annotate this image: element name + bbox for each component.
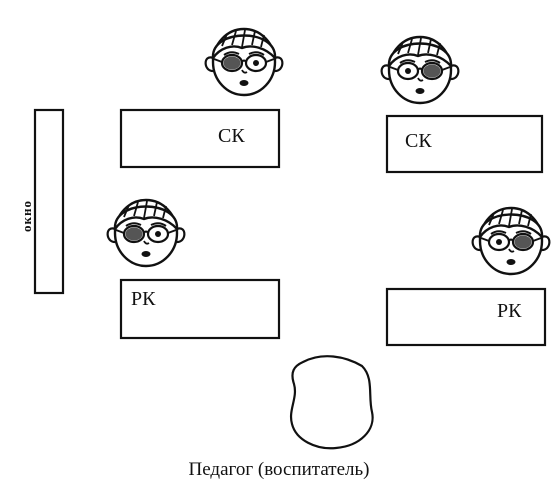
desk-top-left-label: СК <box>218 125 245 147</box>
child-head-bottom-right <box>471 206 551 276</box>
child-head-bottom-left <box>106 198 186 268</box>
desk-bottom-right <box>385 287 547 347</box>
desk-top-left <box>119 108 281 169</box>
child-head-top-left <box>204 27 284 97</box>
window-frame <box>33 108 65 295</box>
desk-bottom-left-label: РК <box>131 288 156 310</box>
child-head-top-right <box>380 35 460 105</box>
teacher-shape <box>290 355 374 450</box>
window-label: окно <box>19 200 34 232</box>
teacher-label: Педагог (воспитатель) <box>188 459 370 480</box>
desk-bottom-left <box>119 278 281 340</box>
desk-top-right-label: СК <box>405 130 432 152</box>
desk-bottom-right-label: РК <box>497 300 522 322</box>
desk-top-right <box>385 114 544 174</box>
